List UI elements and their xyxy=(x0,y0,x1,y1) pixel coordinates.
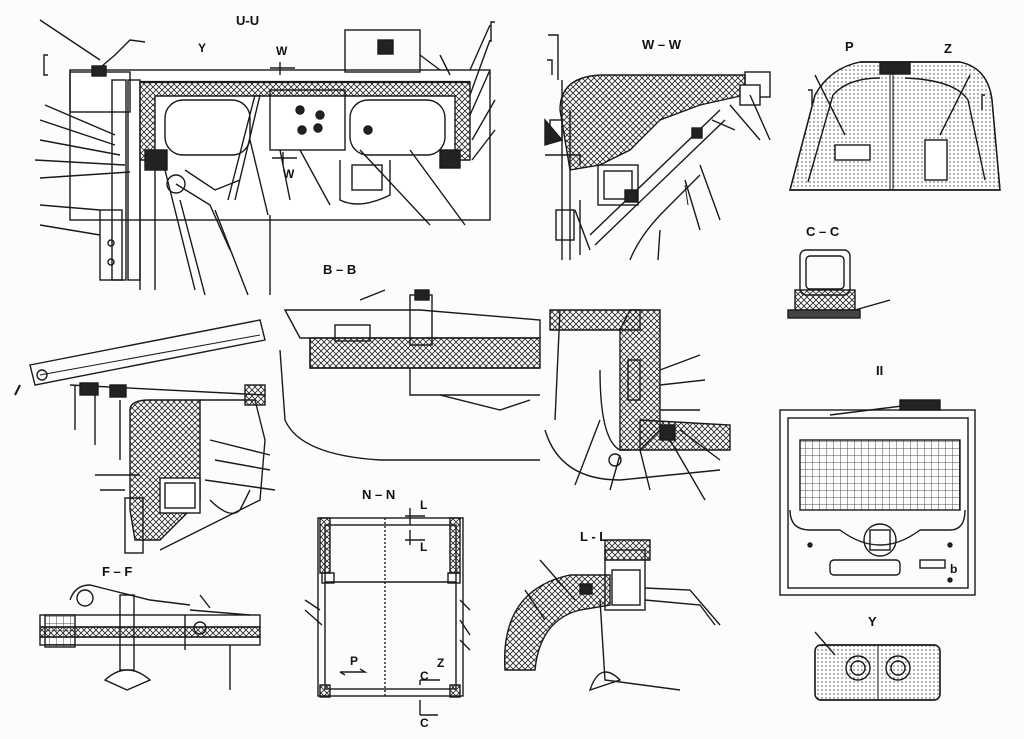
marker-c-bottom: C xyxy=(420,716,429,730)
marker-z-arrow: Z xyxy=(437,656,445,670)
view-title-ll: L - L xyxy=(580,529,608,544)
marker-y-in-uu: Y xyxy=(198,41,207,55)
view-title-ff: F – F xyxy=(102,564,133,579)
view-title-nn: N – N xyxy=(362,487,396,502)
marker-l-top: L xyxy=(420,498,428,512)
marker-c-top: C xyxy=(420,669,429,683)
section-bb xyxy=(279,289,541,461)
view-title-uu: U-U xyxy=(236,13,260,28)
section-cc xyxy=(787,249,891,319)
view-pz xyxy=(789,61,1001,191)
section-ww xyxy=(544,34,771,261)
view-title-ii: II xyxy=(876,363,884,378)
view-title-bb: B – B xyxy=(323,262,357,277)
view-title-ww: W – W xyxy=(642,37,681,52)
marker-p-arrow: P xyxy=(350,654,359,668)
section-left-mid xyxy=(14,319,276,554)
view-title-p: P xyxy=(845,39,854,54)
view-title-cc: C – C xyxy=(806,224,840,239)
view-title-y: Y xyxy=(868,614,877,629)
view-title-z: Z xyxy=(944,41,952,56)
view-y xyxy=(814,631,941,701)
marker-b-panel: b xyxy=(950,562,958,576)
section-ll xyxy=(503,539,721,692)
marker-l-bottom: L xyxy=(420,540,428,554)
section-nn xyxy=(304,508,471,716)
section-ff xyxy=(39,584,261,691)
marker-w-top: W xyxy=(276,44,288,58)
marker-w-bottom: W xyxy=(283,167,295,181)
section-side-frame xyxy=(544,309,731,501)
section-uu xyxy=(34,19,496,296)
view-ii xyxy=(779,399,976,596)
